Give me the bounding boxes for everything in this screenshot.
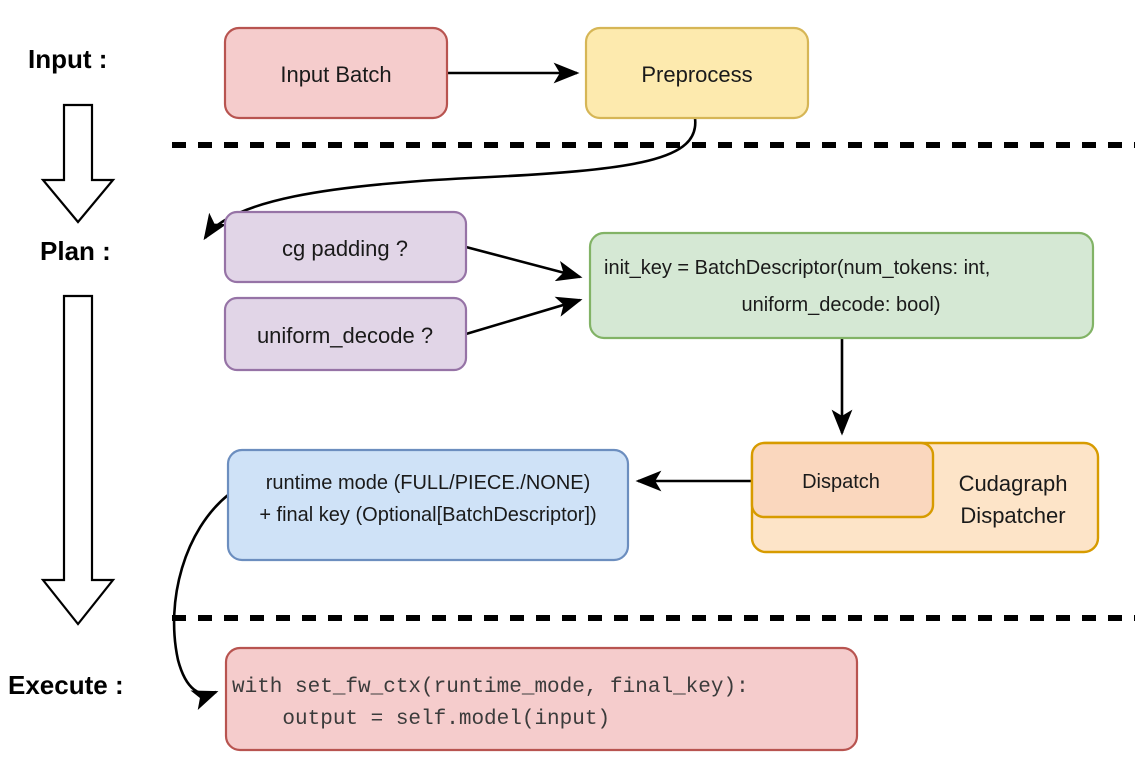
edge-uniform-decode-to-init-key (465, 296, 583, 336)
stage-arrow-input-to-plan-icon (40, 103, 116, 224)
node-cg-padding-label: cg padding ? (282, 236, 408, 261)
stage-arrow-plan-to-execute-icon (40, 294, 116, 626)
edge-cg-padding-to-init-key (465, 245, 583, 282)
stage-label-input: Input : (28, 44, 107, 74)
node-dispatch[interactable]: Dispatch (750, 441, 935, 519)
stage-label-plan: Plan : (40, 236, 111, 266)
stage-label-execute: Execute : (8, 670, 124, 700)
node-input-batch[interactable]: Input Batch (223, 26, 449, 120)
node-init-key-label-line1: init_key = BatchDescriptor(num_tokens: i… (604, 257, 990, 279)
node-init-key-label-line2: uniform_decode: bool) (741, 294, 940, 316)
node-runtime-mode-label-line1: runtime mode (FULL/PIECE./NONE) (266, 472, 591, 494)
node-uniform-decode[interactable]: uniform_decode ? (223, 296, 468, 372)
node-runtime-mode[interactable]: runtime mode (FULL/PIECE./NONE) + final … (226, 448, 630, 562)
node-uniform-decode-label: uniform_decode ? (257, 323, 433, 348)
edge-preprocess-to-cg-padding (203, 117, 697, 241)
node-uniform-decode-shape (223, 296, 468, 372)
node-dispatch-shape (750, 441, 935, 519)
node-execute-code-line1: with set_fw_ctx(runtime_mode, final_key)… (232, 676, 749, 699)
node-runtime-mode-shape (226, 448, 630, 562)
node-dispatch-label: Dispatch (802, 471, 880, 493)
node-preprocess-shape (584, 26, 810, 120)
edge-runtime-mode-to-execute-code (172, 493, 229, 710)
node-init-key[interactable]: init_key = BatchDescriptor(num_tokens: i… (588, 231, 1095, 340)
node-cg-padding[interactable]: cg padding ? (223, 210, 468, 284)
node-input-batch-shape (223, 26, 449, 120)
node-cudagraph-dispatcher-label-line2: Dispatcher (960, 503, 1065, 528)
node-preprocess-label: Preprocess (641, 62, 752, 87)
node-cg-padding-shape (223, 210, 468, 284)
node-execute-code-shape (224, 646, 859, 752)
node-input-batch-label: Input Batch (280, 62, 391, 87)
node-preprocess[interactable]: Preprocess (584, 26, 810, 120)
node-execute-code-line2: output = self.model(input) (232, 708, 610, 731)
node-execute-code[interactable]: with set_fw_ctx(runtime_mode, final_key)… (224, 646, 859, 752)
node-runtime-mode-label-line2: + final key (Optional[BatchDescriptor]) (259, 504, 596, 526)
node-init-key-shape (588, 231, 1095, 340)
node-cudagraph-dispatcher-label-line1: Cudagraph (959, 471, 1068, 496)
